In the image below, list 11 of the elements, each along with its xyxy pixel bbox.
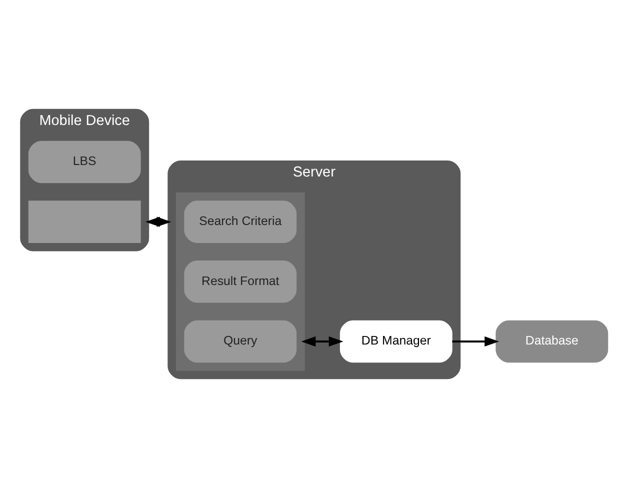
node-box: Query [184,320,297,363]
arrow [145,216,172,227]
node-box: LBS [28,140,141,184]
cluster [176,192,305,371]
node-box: DB Manager [340,320,452,363]
arrow [301,336,344,347]
node-box: Search Criteria [184,200,297,243]
node-box [28,200,141,243]
node-box: Result Format [184,260,297,303]
node-box: Database [496,320,608,363]
arrow [452,336,500,347]
